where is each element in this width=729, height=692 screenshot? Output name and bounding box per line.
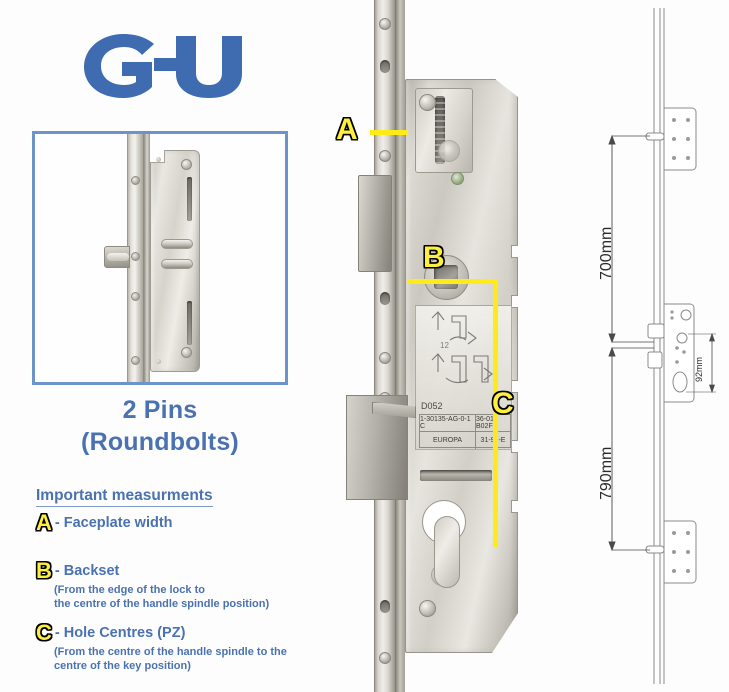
svg-text:12: 12 — [440, 341, 449, 350]
faceplate-hole — [380, 60, 390, 73]
technical-dimension-drawing: 700mm 790mm 92mm — [576, 0, 729, 692]
legend-b-sub-line2: the centre of the handle spindle positio… — [54, 597, 270, 610]
legend-item-faceplate-width: A- Faceplate width — [35, 510, 173, 535]
euro-cylinder-keyhole — [422, 500, 468, 592]
stamp-rosette-icon — [438, 140, 460, 162]
label-batch-1: 36-01 B02F — [476, 416, 494, 430]
case-slot-bar — [420, 470, 492, 481]
multipoint-lock-schematic — [608, 8, 716, 684]
measurements-heading: Important measurments — [36, 487, 213, 507]
faceplate-hole — [380, 292, 390, 305]
gu-brand-logo — [78, 30, 248, 100]
latch-bolt — [358, 175, 392, 272]
dimension-label-700mm: 700mm — [598, 226, 615, 280]
label-code: D052 — [421, 401, 443, 411]
marker-c-icon: C — [35, 620, 52, 645]
inset-rail-screw — [131, 176, 140, 185]
faceplate-screw — [379, 352, 391, 364]
inset-slot — [187, 301, 192, 345]
gearbox-slot — [435, 96, 445, 164]
inset-rail-screw — [131, 292, 140, 301]
inset-screw — [181, 347, 192, 358]
case-notch — [511, 380, 518, 393]
inset-pin — [156, 157, 161, 162]
faceplate-hole — [380, 600, 390, 613]
inset-rail-screw — [131, 252, 140, 261]
main-lock-photograph: 12 D052 1-30135-AG-0-1 C 36-01 B02F EURO… — [346, 0, 537, 692]
gearbox-slot-teeth — [435, 96, 445, 164]
dimension-label-92mm: 92mm — [694, 356, 704, 382]
case-screw — [419, 600, 436, 617]
legend-b-sub: (From the edge of the lock to the centre… — [54, 584, 269, 611]
label-part-number: 1-30135-AG-0-1 C — [420, 415, 476, 431]
label-table-row: EUROPA 31-92-E — [420, 432, 510, 449]
legend-c-sub-line1: (From the centre of the handle spindle t… — [54, 646, 287, 658]
case-notch — [511, 440, 518, 453]
faceplate-screw — [379, 652, 391, 664]
label-table: 1-30135-AG-0-1 C 36-01 B02F EUROPA 31-92… — [419, 414, 511, 449]
adjustment-screw — [451, 172, 464, 185]
faceplate-screw — [379, 18, 391, 30]
inset-lock-body — [150, 150, 200, 372]
product-label-plate: 12 D052 1-30135-AG-0-1 C 36-01 B02F EURO… — [415, 305, 512, 450]
annotation-marker-a: A — [335, 112, 358, 147]
inset-roundbolt — [161, 259, 193, 269]
inset-screw — [181, 159, 192, 170]
marker-a-icon: A — [35, 510, 52, 535]
inset-slot — [187, 177, 192, 221]
legend-a-title: - Faceplate width — [54, 515, 173, 531]
keyhole-body — [434, 516, 460, 588]
inset-rail-screw — [131, 356, 140, 365]
label-brand: EUROPA — [420, 432, 476, 449]
lock-faceplate — [374, 0, 396, 692]
case-notch — [511, 245, 518, 258]
inset-illustration — [35, 134, 285, 382]
legend-item-hole-centres: C- Hole Centres (PZ) (From the centre of… — [35, 620, 287, 673]
inset-faceplate-edge — [144, 134, 150, 382]
legend-b-title: - Backset — [54, 563, 120, 579]
case-screw — [419, 94, 436, 111]
legend-item-backset: B- Backset (From the edge of the lock to… — [35, 558, 269, 611]
dimension-label-790mm: 790mm — [598, 446, 615, 500]
legend-c-sub-line2: centre of the key position) — [54, 659, 191, 672]
legend-c-title: - Hole Centres (PZ) — [54, 625, 186, 641]
legend-b-sub-line1: (From the edge of the lock to — [54, 584, 205, 596]
handle-spindle-hole — [434, 265, 458, 289]
faceplate-screw — [379, 150, 391, 162]
roundbolt-inset-photo — [32, 131, 288, 385]
inset-caption: 2 Pins (Roundbolts) — [0, 394, 320, 458]
case-notch — [511, 500, 518, 513]
inset-pin — [156, 359, 161, 364]
legend-c-sub: (From the centre of the handle spindle t… — [54, 646, 287, 673]
label-batch-2: 31-92-E — [480, 437, 506, 444]
label-instruction-diagram: 12 — [431, 311, 493, 384]
left-column: 2 Pins (Roundbolts) Important measurment… — [0, 0, 320, 692]
marker-b-icon: B — [35, 558, 52, 583]
caption-line-1: 2 Pins — [122, 396, 198, 424]
caption-line-2: (Roundbolts) — [81, 428, 239, 456]
inset-latch-bolt — [104, 246, 130, 268]
inset-roundbolt — [161, 239, 193, 249]
lock-faceplate-edge — [396, 0, 405, 692]
label-table-row: 1-30135-AG-0-1 C 36-01 B02F — [420, 415, 510, 432]
case-notch — [511, 295, 518, 308]
